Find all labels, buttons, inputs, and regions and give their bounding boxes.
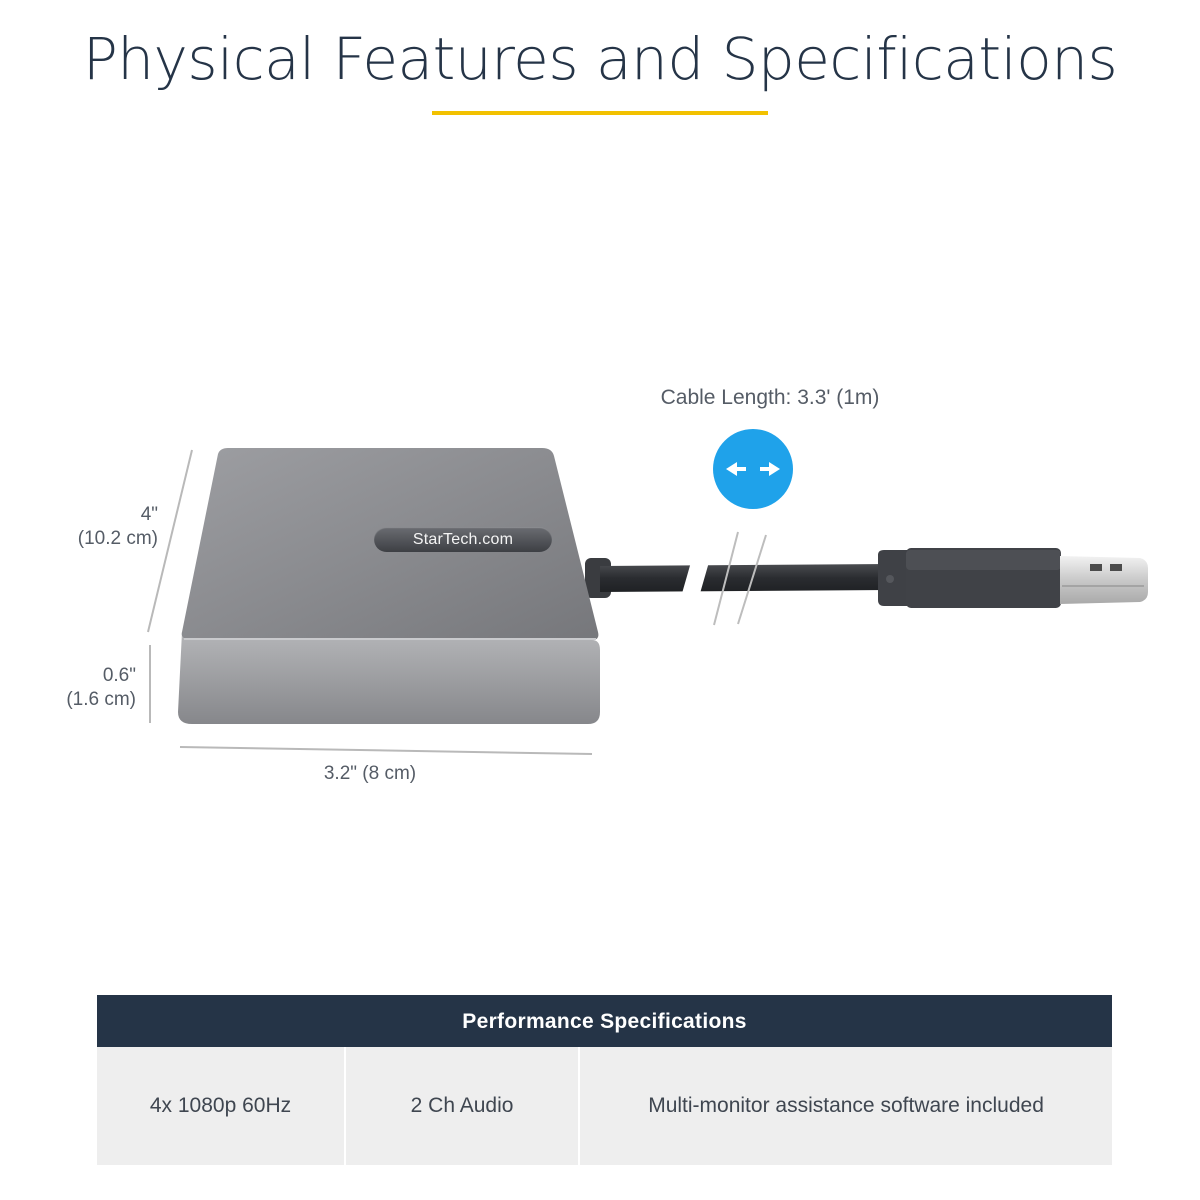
spec-table-header: Performance Specifications	[97, 995, 1112, 1047]
cable	[600, 564, 890, 592]
spec-cell-resolution: 4x 1080p 60Hz	[97, 1047, 347, 1165]
height-inches: 4"	[140, 504, 158, 525]
cable-length-label: Cable Length: 3.3' (1m)	[660, 386, 880, 409]
cable-length-badge	[713, 429, 793, 509]
spec-cell-software: Multi-monitor assistance software includ…	[648, 1094, 1044, 1117]
spec-table-row: 4x 1080p 60Hz 2 Ch Audio Multi-monitor a…	[97, 1047, 1112, 1165]
width-label: 3.2" (8 cm)	[323, 763, 417, 784]
brand-name: StarTech.com	[412, 531, 514, 548]
device-front-face	[178, 632, 600, 724]
cable-break-mark	[713, 531, 739, 626]
page-title: Physical Features and Specifications	[82, 25, 1118, 93]
depth-centimeters: (1.6 cm)	[66, 689, 136, 710]
width-dimension-line	[179, 746, 593, 755]
double-arrow-horizontal-icon	[726, 462, 780, 476]
cable-break-mark	[737, 534, 767, 625]
depth-label: 0.6" (1.6 cm)	[30, 664, 136, 712]
depth-inches: 0.6"	[102, 665, 136, 686]
usb-adapter-illustration	[147, 448, 1148, 755]
brand-logo-pill: StarTech.com	[374, 527, 552, 552]
spec-cell-audio: 2 Ch Audio	[346, 1047, 581, 1165]
title-underline	[432, 111, 768, 115]
height-dimension-line	[147, 449, 193, 633]
height-centimeters: (10.2 cm)	[77, 528, 158, 549]
performance-spec-table: Performance Specifications 4x 1080p 60Hz…	[97, 995, 1112, 1165]
height-label: 4" (10.2 cm)	[40, 503, 158, 551]
usb-metal-connector	[1060, 556, 1148, 604]
